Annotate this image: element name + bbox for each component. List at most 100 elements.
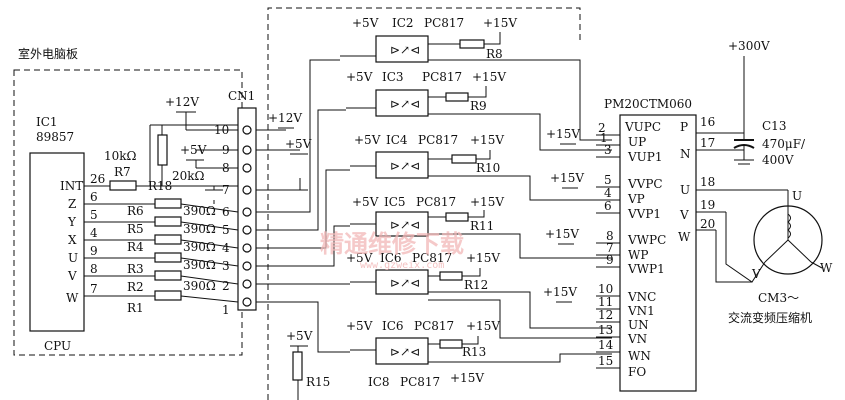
cpu-pin-num: 5 (90, 208, 98, 222)
mod-pin-num: 3 (604, 143, 612, 157)
opto-res-label: R10 (476, 161, 500, 175)
opto-part: PC817 (412, 251, 452, 265)
supply-15v: +15V (470, 133, 504, 147)
cpu-pin-sig: W (66, 291, 79, 305)
cpu-pin-num: 4 (90, 226, 98, 240)
supply-15v-mod: +15V (545, 227, 579, 241)
supply-5v: +5V (346, 251, 373, 265)
opto-ic5 (375, 211, 429, 237)
mod-pin-num: 6 (604, 199, 612, 213)
cpu-pin-sig: Y (67, 215, 77, 229)
opto-ref: IC6 (382, 319, 404, 333)
motor-terminal-w: W (820, 261, 833, 275)
cn1-pin: 7 (222, 183, 230, 197)
series-resistors: R6 390Ω R5 390Ω R4 390Ω R3 390Ω R2 390Ω … (127, 198, 239, 315)
r18-value: 20kΩ (172, 169, 205, 183)
cpu-part: 89857 (36, 130, 74, 144)
mod-pin-sig: VN (627, 332, 647, 346)
supply-15v: +15V (483, 16, 517, 30)
opto-ref: IC8 (368, 375, 390, 389)
series-res-label: R3 (127, 262, 144, 276)
supply-15v-mod: +15V (543, 285, 577, 299)
mod-pin-num: 7 (606, 241, 614, 255)
motor-terminal-v: V (751, 267, 761, 281)
opto-ref: IC2 (392, 16, 414, 30)
mod-pin-sig: VWP1 (627, 262, 665, 276)
mod-pin-sig: VVPC (627, 177, 663, 191)
mod-pin-sig: VWPC (627, 233, 666, 247)
motor-description: 交流变频压缩机 (728, 310, 812, 325)
mod-pin-num: 17 (700, 136, 715, 150)
mod-pin-num: 4 (604, 186, 612, 200)
r18-label: R18 (148, 179, 172, 193)
cpu-pin-sig: Z (68, 197, 76, 211)
resistor-r3 (154, 252, 182, 263)
opto-resistor (445, 92, 469, 102)
resistor-r6 (154, 198, 182, 209)
board-label: 室外电脑板 (18, 46, 78, 61)
opto-part: PC817 (424, 16, 464, 30)
resistor-r5 (154, 216, 182, 227)
opto-ref: IC4 (386, 133, 408, 147)
resistor-r15 (292, 351, 303, 381)
opto-glyph: ⊳↗⊲ (390, 218, 420, 232)
opto-part: PC817 (414, 319, 454, 333)
opto-glyph: ⊳↗⊲ (390, 43, 420, 57)
mod-pin-sig: W (678, 230, 691, 244)
cn1-pin: 1 (222, 303, 230, 317)
supply-15v: +15V (450, 371, 484, 385)
module-ref: PM20CTM060 (604, 97, 692, 111)
connector-ref: CN1 (228, 89, 255, 103)
mod-pin-sig: VVP1 (627, 207, 661, 221)
watermark-url: www.gzweix.com (360, 260, 444, 271)
opto-resistor (451, 154, 477, 164)
cn1-pin: 3 (222, 259, 230, 273)
mod-pin-sig: VN1 (627, 304, 655, 318)
mod-pin-sig: VUP1 (627, 150, 663, 164)
opto-res-label: R11 (470, 219, 494, 233)
capacitor-value: 470μF/ (762, 137, 806, 151)
cpu-pin-sig: U (68, 251, 78, 265)
supply-5v-left: +5V (180, 143, 207, 157)
mod-pin-num: 18 (700, 175, 715, 189)
cpu-pin-num: 7 (90, 282, 98, 296)
mod-pin-num: 1 (600, 131, 608, 145)
mod-pin-sig: VP (627, 192, 645, 206)
mod-pin-sig: WP (628, 248, 648, 262)
mod-pin-sig: N (680, 147, 691, 161)
opto-ref: IC3 (382, 70, 404, 84)
mod-pin-sig: U (680, 183, 690, 197)
mod-pin-num: 10 (598, 282, 613, 296)
opto-part: PC817 (418, 133, 458, 147)
mod-pin-sig: V (679, 208, 689, 222)
opto-glyph: ⊳↗⊲ (390, 97, 420, 111)
resistor-r2 (154, 270, 182, 281)
opto-part: PC817 (400, 375, 440, 389)
opto-res-label: R12 (464, 278, 488, 292)
opto-ic3 (375, 89, 429, 117)
cn1-pin: 4 (222, 241, 230, 255)
supply-12v-left: +12V (165, 95, 199, 109)
opto-resistor (439, 339, 463, 349)
mod-pin-sig: FO (628, 365, 646, 379)
opto-resistor (459, 39, 485, 49)
supply-15v: +15V (466, 319, 500, 333)
cpu-pin-num: 9 (90, 244, 98, 258)
mod-pin-num: 12 (598, 308, 613, 322)
cn1-pin: 9 (222, 143, 230, 157)
supply-300v: +300V (728, 39, 770, 53)
opto-ic6-b (375, 337, 429, 365)
mod-pin-num: 8 (606, 229, 614, 243)
supply-5v: +5V (352, 16, 379, 30)
supply-15v: +15V (470, 195, 504, 209)
opto-resistor (445, 212, 469, 222)
mod-pin-sig: UN (628, 318, 649, 332)
opto-board-outline (267, 7, 581, 400)
mod-pin-num: 5 (604, 173, 612, 187)
supply-15v: +15V (472, 70, 506, 84)
mod-pin-num: 15 (598, 354, 613, 368)
opto-res-label: R13 (462, 345, 486, 359)
cpu-pin-num: 8 (90, 262, 98, 276)
series-res-value: 390Ω (183, 279, 216, 293)
